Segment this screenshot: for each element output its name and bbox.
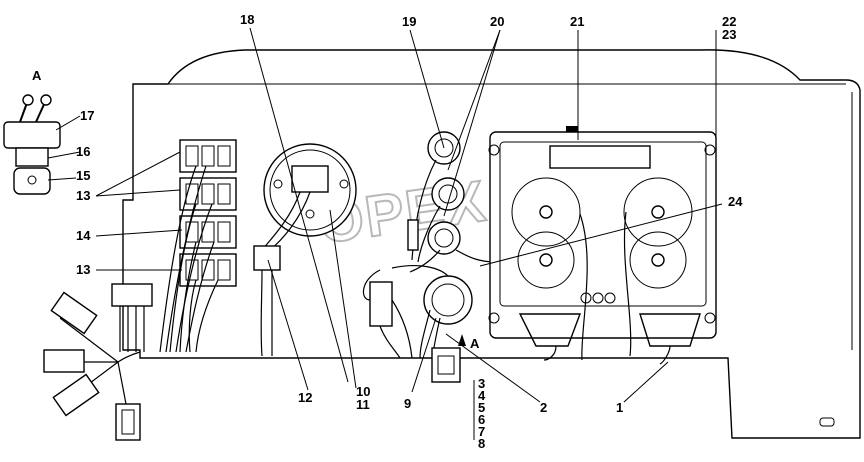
connector-block xyxy=(111,283,153,307)
label-12: 12 xyxy=(298,390,312,405)
round-gauge-12 xyxy=(253,143,357,357)
label-24: 24 xyxy=(728,194,743,209)
dashboard-panel xyxy=(122,49,861,439)
switch-block xyxy=(159,139,237,353)
left-harness xyxy=(43,291,141,441)
label-3: 3 xyxy=(478,376,485,391)
label-18: 18 xyxy=(240,12,254,27)
instrument-cluster xyxy=(488,126,717,365)
label-23: 23 xyxy=(722,27,736,42)
label-9: 9 xyxy=(404,396,411,411)
callout-labels: А 17 16 15 13 14 13 18 19 20 21 22 23 24… xyxy=(32,12,743,451)
label-5: 5 xyxy=(478,400,485,415)
leader-lines xyxy=(47,27,723,440)
label-16: 16 xyxy=(76,144,90,159)
label-4: 4 xyxy=(478,388,486,403)
indicator-lamps xyxy=(407,131,497,273)
label-arrow-a: А xyxy=(470,336,480,351)
label-1: 1 xyxy=(616,400,623,415)
label-11: 11 xyxy=(356,397,370,412)
center-connector xyxy=(362,264,473,383)
label-10: 10 xyxy=(356,384,370,399)
label-20: 20 xyxy=(490,14,504,29)
label-15: 15 xyxy=(76,168,90,183)
label-13-top: 13 xyxy=(76,188,90,203)
label-13-bottom: 13 xyxy=(76,262,90,277)
label-6: 6 xyxy=(478,412,485,427)
label-7: 7 xyxy=(478,424,485,439)
view-arrow xyxy=(458,334,466,346)
detail-a-switch xyxy=(3,94,61,195)
label-14: 14 xyxy=(76,228,91,243)
label-8: 8 xyxy=(478,436,485,451)
label-19: 19 xyxy=(402,14,416,29)
label-17: 17 xyxy=(80,108,94,123)
label-22: 22 xyxy=(722,14,736,29)
label-21: 21 xyxy=(570,14,584,29)
label-2: 2 xyxy=(540,400,547,415)
view-label: А xyxy=(32,68,42,83)
